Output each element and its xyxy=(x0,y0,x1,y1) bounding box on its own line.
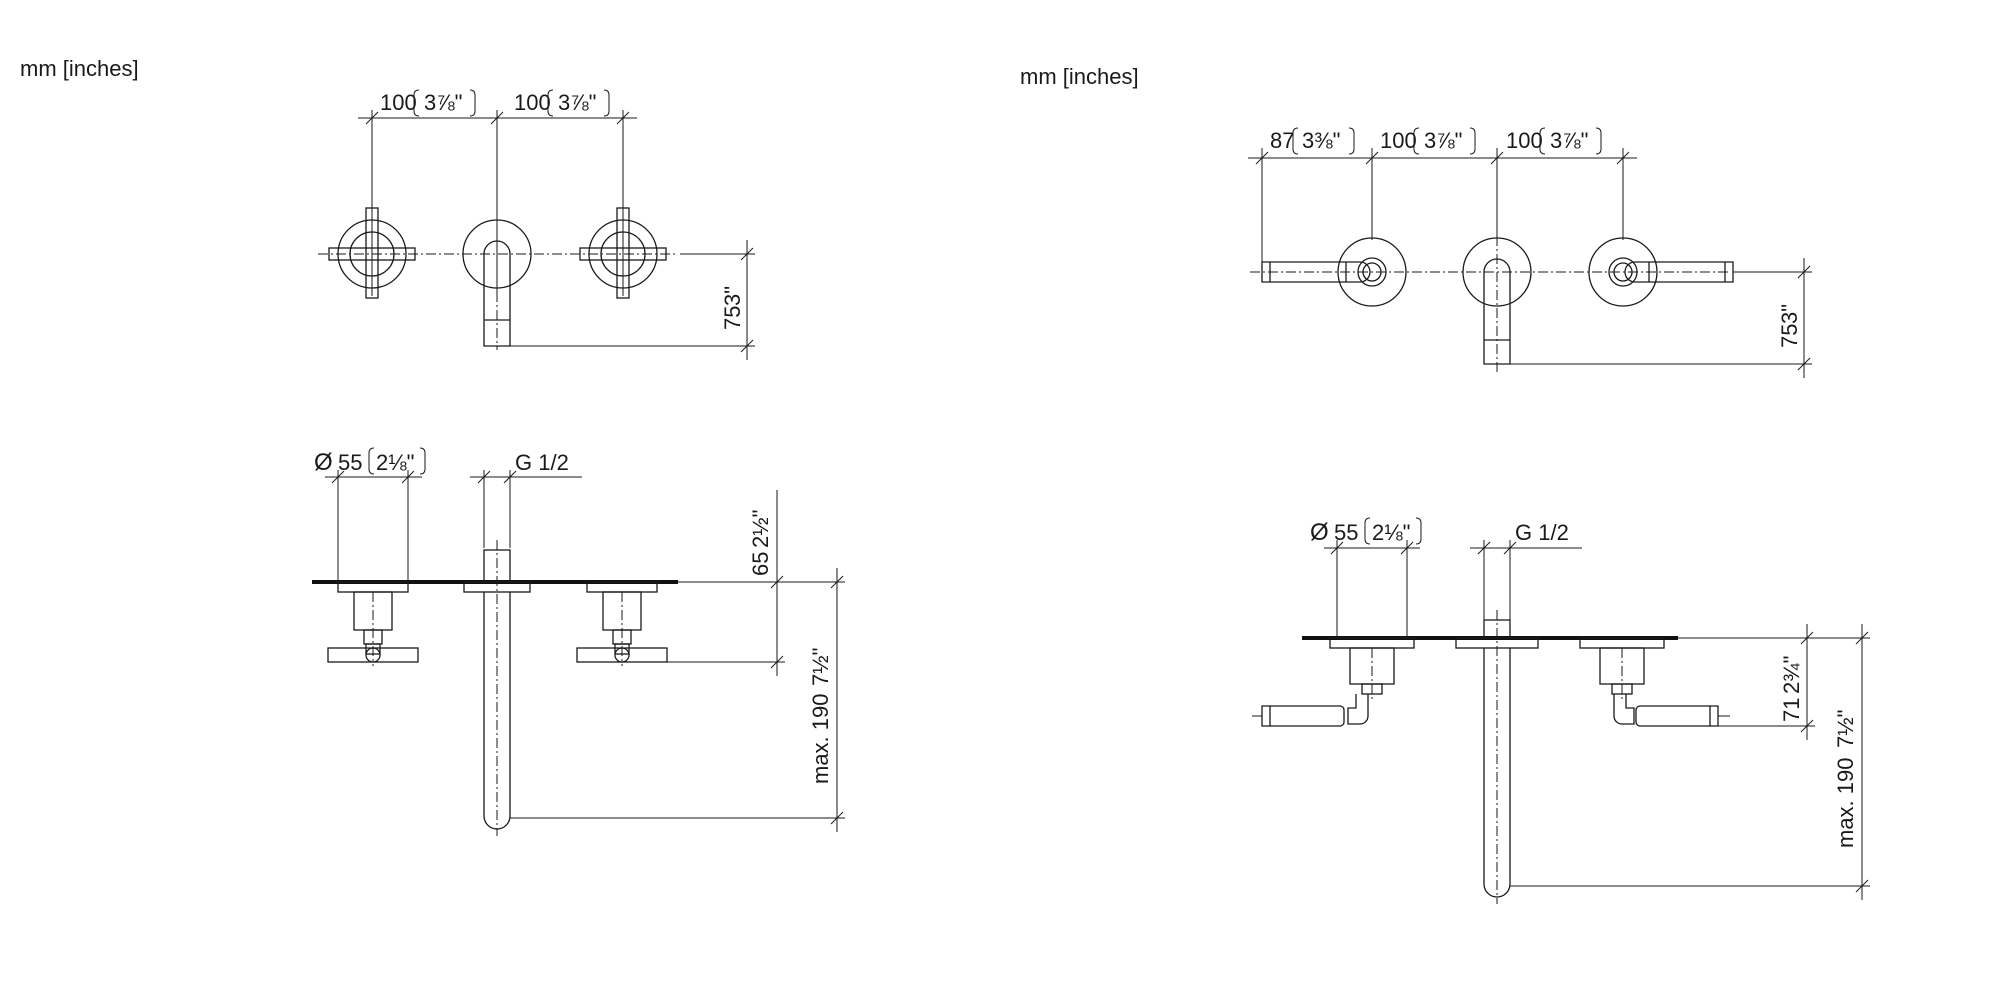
left-side-max: max. 190 xyxy=(808,694,833,785)
right-side-depth-in: 2¾" xyxy=(1779,656,1804,694)
left-top-dim-b: 100 xyxy=(514,90,551,115)
right-top-dim-b-in: 3⅞" xyxy=(1424,128,1462,153)
right-side-depth: 71 xyxy=(1779,698,1804,722)
right-top-dim-b: 100 xyxy=(1380,128,1417,153)
left-top-view: 100 3⅞" 100 3⅞" 75 3" xyxy=(318,89,755,360)
units-label-left: mm [inches] xyxy=(20,56,139,81)
right-top-dim-h-in: 3" xyxy=(1777,304,1802,324)
left-side-max-in: 7½" xyxy=(808,648,833,686)
right-side-max: max. 190 xyxy=(1833,758,1858,849)
left-side-view: Ø 55 2⅛" G 1/2 xyxy=(312,447,845,836)
left-side-dia-symbol: Ø xyxy=(314,449,333,476)
svg-text:100: 100 xyxy=(380,90,417,115)
left-top-dim-h-in: 3" xyxy=(720,286,745,306)
units-label-right: mm [inches] xyxy=(1020,64,1139,89)
right-top-dim-a-in: 3⅜" xyxy=(1302,128,1340,153)
left-top-dim-h: 75 xyxy=(720,306,745,330)
right-side-max-in: 7½" xyxy=(1833,710,1858,748)
left-side-depth: 65 xyxy=(748,552,773,576)
left-side-dia: 55 xyxy=(338,450,362,475)
left-top-dim-b-in: 3⅞" xyxy=(558,90,596,115)
right-side-view: Ø 55 2⅛" G 1/2 xyxy=(1252,517,1870,904)
right-side-dia-symbol: Ø xyxy=(1310,519,1329,546)
right-side-dia-in: 2⅛" xyxy=(1372,520,1410,545)
left-side-depth-in: 2½" xyxy=(748,510,773,548)
right-side-dia: 55 xyxy=(1334,520,1358,545)
right-top-dim-c: 100 xyxy=(1506,128,1543,153)
right-top-dim-a: 87 xyxy=(1270,128,1294,153)
right-top-dim-c-in: 3⅞" xyxy=(1550,128,1588,153)
right-top-view: 87 3⅜" 100 3⅞" 100 3⅞" 75 3" xyxy=(1248,127,1812,378)
left-top-dim-a-in: 3⅞" xyxy=(424,90,462,115)
right-top-dim-h: 75 xyxy=(1777,324,1802,348)
left-side-thread: G 1/2 xyxy=(515,450,569,475)
right-side-thread: G 1/2 xyxy=(1515,520,1569,545)
left-top-dim-a: 100 xyxy=(380,90,417,115)
left-side-dia-in: 2⅛" xyxy=(376,450,414,475)
